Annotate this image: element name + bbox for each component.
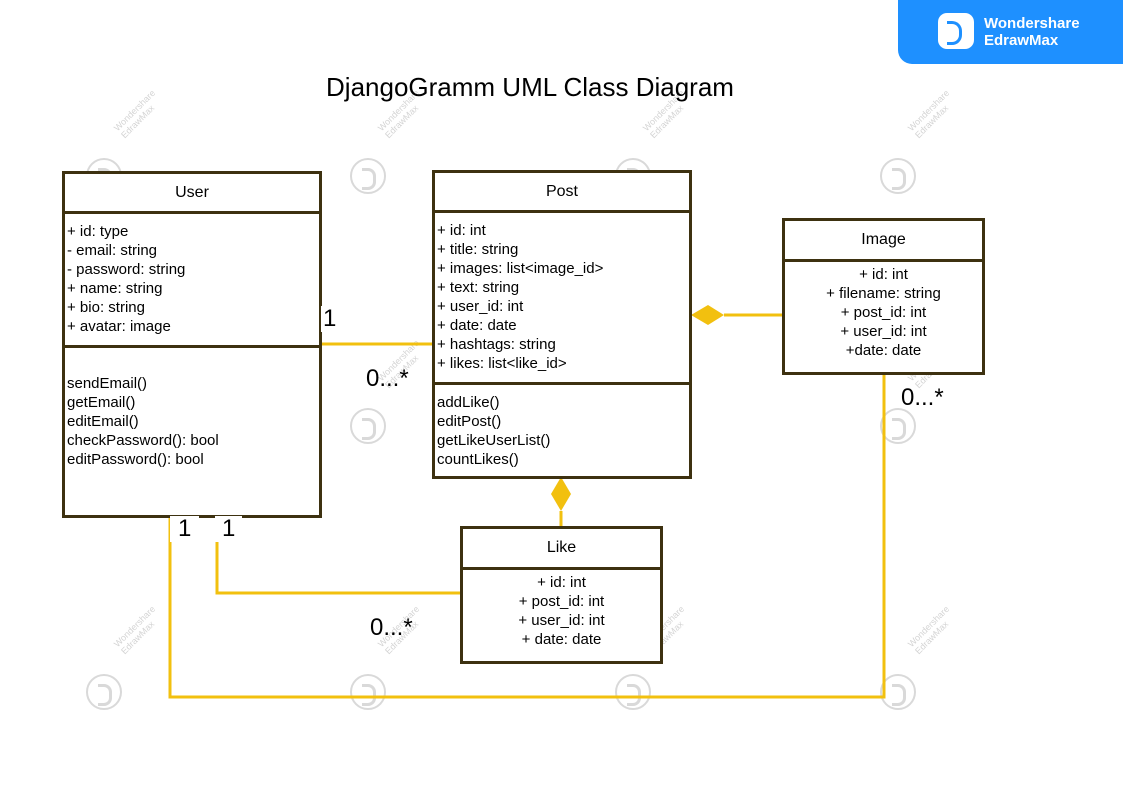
attribute: + id: int: [437, 222, 486, 239]
class-user-name: User: [65, 174, 319, 214]
attribute: + id: int: [537, 574, 586, 591]
method: addLike(): [437, 394, 500, 411]
user-image-association-line[interactable]: [168, 373, 886, 699]
edrawmax-logo-icon: [938, 13, 974, 49]
method: getLikeUserList(): [437, 432, 551, 449]
method: getEmail(): [67, 394, 136, 411]
brand-line-2: EdrawMax: [984, 32, 1059, 49]
method: editPassword(): bool: [67, 451, 204, 468]
attribute: - password: string: [67, 261, 186, 278]
attribute: + id: int: [859, 266, 908, 283]
user-like-association-line[interactable]: [215, 517, 461, 595]
attribute: + user_id: int: [840, 323, 927, 340]
class-post[interactable]: Post + id: int + title: string + images:…: [432, 170, 692, 479]
attribute: + bio: string: [67, 299, 145, 316]
attribute: + post_id: int: [518, 593, 605, 610]
attribute: + likes: list<like_id>: [437, 355, 567, 372]
attribute: + id: type: [67, 223, 129, 240]
multiplicity-user-like-like: 0...*: [370, 614, 413, 641]
attribute: + date: date: [437, 317, 517, 334]
class-image[interactable]: Image + id: int + filename: string + pos…: [782, 218, 985, 375]
attribute: + user_id: int: [518, 612, 605, 629]
diagram-title: DjangoGramm UML Class Diagram: [326, 72, 734, 102]
multiplicity-user-image-user: 1: [170, 516, 200, 542]
brand-badge[interactable]: Wondershare EdrawMax: [898, 0, 1123, 64]
class-post-attributes: + id: int + title: string + images: list…: [435, 213, 689, 385]
brand-line-1: Wondershare: [984, 15, 1080, 32]
attribute: - email: string: [67, 242, 158, 259]
method: editEmail(): [67, 413, 139, 430]
class-like-name: Like: [463, 529, 660, 570]
brand-name: Wondershare EdrawMax: [984, 15, 1080, 49]
attribute: + text: string: [437, 279, 520, 296]
class-post-methods: addLike() editPost() getLikeUserList() c…: [435, 385, 689, 469]
class-user[interactable]: User + id: type - email: string - passwo…: [62, 171, 322, 518]
multiplicity-image-many: 0...*: [901, 384, 944, 411]
like-post-composition-diamond: [551, 477, 571, 511]
image-post-composition-diamond: [691, 305, 724, 325]
class-post-name: Post: [435, 173, 689, 213]
attribute: + images: list<image_id>: [437, 260, 604, 277]
attribute: + title: string: [437, 241, 519, 258]
method: countLikes(): [437, 451, 519, 468]
attribute: + avatar: image: [67, 318, 171, 335]
multiplicity-user-like-user: 1: [215, 516, 243, 542]
method: checkPassword(): bool: [67, 432, 219, 449]
class-like[interactable]: Like + id: int + post_id: int + user_id:…: [460, 526, 663, 664]
attribute: + date: date: [521, 631, 602, 648]
multiplicity-user-post-user: 1: [321, 305, 339, 332]
attribute: +date: date: [845, 342, 922, 359]
attribute: + hashtags: string: [437, 336, 556, 353]
multiplicity-user-post-post: 0...*: [366, 365, 409, 392]
attribute: + name: string: [67, 280, 163, 297]
class-user-attributes: + id: type - email: string - password: s…: [65, 214, 319, 348]
class-image-name: Image: [785, 221, 982, 262]
class-image-attributes: + id: int + filename: string + post_id: …: [785, 262, 982, 360]
class-user-methods: sendEmail() getEmail() editEmail() check…: [65, 348, 319, 469]
attribute: + post_id: int: [840, 304, 927, 321]
attribute: + filename: string: [826, 285, 941, 302]
method: editPost(): [437, 413, 502, 430]
class-like-attributes: + id: int + post_id: int + user_id: int …: [463, 570, 660, 649]
attribute: + user_id: int: [437, 298, 524, 315]
method: sendEmail(): [67, 375, 148, 392]
